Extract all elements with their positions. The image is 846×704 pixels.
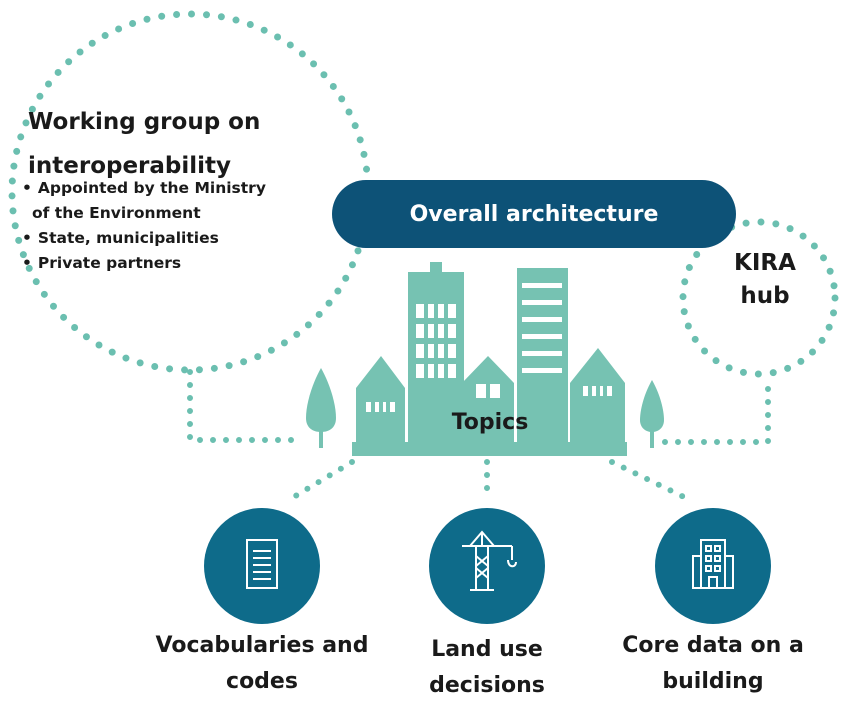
bullet-1-line2: of the Environment bbox=[32, 204, 201, 222]
kira-hub-circle bbox=[679, 218, 839, 378]
topics-label: Topics bbox=[451, 410, 529, 435]
topic-3-line2: building bbox=[662, 669, 764, 694]
document-icon bbox=[246, 539, 278, 589]
working-group-list: •Appointed by the Ministry of the Enviro… bbox=[22, 176, 342, 276]
working-group-bullet-1: •Appointed by the Ministry bbox=[22, 179, 266, 197]
overall-architecture-pill: Overall architecture bbox=[332, 180, 736, 248]
topic-3-line1: Core data on a bbox=[622, 633, 804, 658]
topic-1-line1: Vocabularies and bbox=[155, 633, 369, 658]
kira-hub-line1: KIRA bbox=[734, 250, 796, 276]
window-dividers bbox=[371, 300, 607, 414]
working-group-bullet-2: •State, municipalities bbox=[22, 229, 219, 247]
bullet-3-text: Private partners bbox=[37, 254, 182, 272]
topic-label-land-use: Land use decisions bbox=[397, 632, 577, 704]
building-icon bbox=[692, 539, 734, 589]
bullet-2-text: State, municipalities bbox=[37, 229, 219, 247]
working-group-title-line2: interoperability bbox=[28, 153, 232, 179]
connectors bbox=[187, 369, 771, 503]
topic-circle-core-data bbox=[655, 508, 771, 624]
working-group-title-line1: Working group on bbox=[28, 109, 261, 135]
kira-hub-line2: hub bbox=[740, 283, 790, 309]
overall-architecture-label: Overall architecture bbox=[409, 201, 659, 227]
connector-left bbox=[187, 369, 301, 443]
connector-topic-1 bbox=[289, 459, 355, 501]
connector-topic-3 bbox=[609, 459, 689, 501]
connector-right bbox=[662, 373, 771, 445]
working-group-bullet-3: •Private partners bbox=[22, 254, 182, 272]
topic-2-line2: decisions bbox=[429, 673, 545, 698]
topic-label-core-data: Core data on a building bbox=[588, 628, 838, 700]
topic-2-line1: Land use bbox=[431, 637, 543, 662]
kira-hub-label: KIRA hub bbox=[700, 247, 830, 313]
bullet-1-line1: Appointed by the Ministry bbox=[37, 179, 266, 197]
working-group-title: Working group on interoperability bbox=[28, 100, 348, 188]
crane-icon bbox=[462, 530, 517, 591]
topic-label-vocabularies: Vocabularies and codes bbox=[132, 628, 392, 700]
topic-1-line2: codes bbox=[226, 669, 298, 694]
